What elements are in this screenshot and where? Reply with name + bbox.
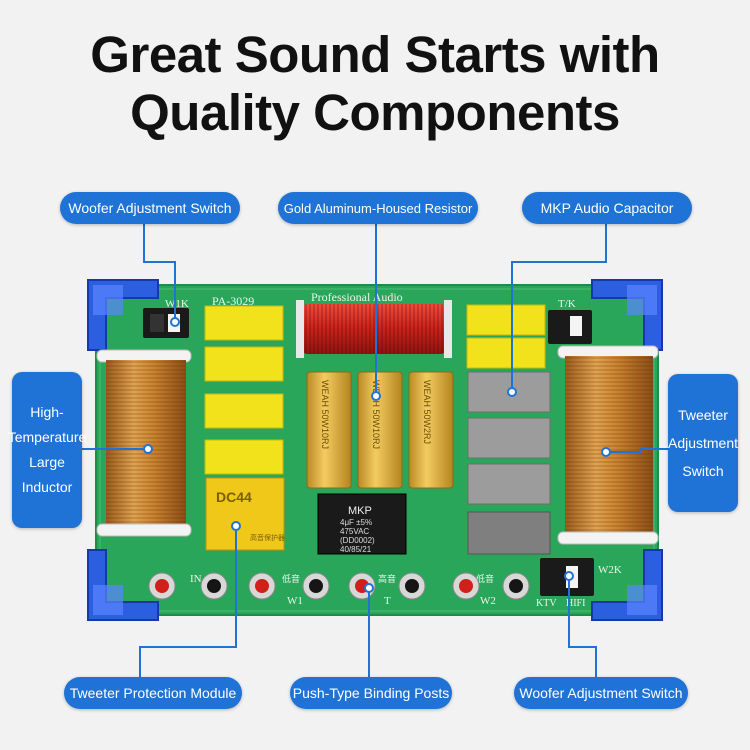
headline-line-1: Great Sound Starts with xyxy=(90,26,660,83)
leader-lines xyxy=(80,224,668,677)
corner-bracket-top-left xyxy=(87,279,159,351)
callout-resistor: Gold Aluminum-Housed Resistor xyxy=(278,192,478,224)
corner-bracket-top-right xyxy=(591,279,663,351)
headline: Great Sound Starts with Quality Componen… xyxy=(0,26,750,142)
callout-inductor: High- Temperature Large Inductor xyxy=(8,372,86,528)
silk-t: T xyxy=(384,595,391,607)
silk-low-1: 低音 xyxy=(282,573,300,585)
svg-text:WEAH 50W2RJ: WEAH 50W2RJ xyxy=(422,380,432,444)
svg-text:475VAC: 475VAC xyxy=(340,527,369,536)
silk-w1: W1 xyxy=(287,595,303,607)
callout-woofer-switch-bottom: Woofer Adjustment Switch xyxy=(514,677,688,709)
silk-w2k: W2K xyxy=(598,564,622,576)
grey-capacitors xyxy=(467,371,551,555)
callout-tweeter-switch: Tweeter Adjustment Switch xyxy=(668,374,738,512)
corner-bracket-bottom-left xyxy=(87,549,159,621)
silk-low-2: 低音 xyxy=(476,573,494,585)
callout-binding-posts: Push-Type Binding Posts xyxy=(290,677,452,709)
silk-model: PA-3029 xyxy=(212,294,254,308)
left-inductor xyxy=(96,349,192,537)
svg-text:高音保护器: 高音保护器 xyxy=(250,533,285,542)
corner-bracket-bottom-right xyxy=(591,549,663,621)
yellow-capacitors-right xyxy=(466,304,546,369)
callout-tweeter-protection: Tweeter Protection Module xyxy=(64,677,242,709)
silk-high: 高音 xyxy=(378,573,396,585)
right-inductor xyxy=(557,345,659,545)
silk-brand: Professional Audio xyxy=(311,290,403,304)
svg-text:MKP: MKP xyxy=(348,505,372,517)
leader-dots xyxy=(143,317,611,593)
mkp-capacitor-part: MKP 4μF ±5% 475VAC (DD0002) 40/85/21 xyxy=(317,493,407,555)
silk-hifi: HIFI xyxy=(566,598,585,609)
svg-text:DC44: DC44 xyxy=(216,489,252,505)
silk-tk: T/K xyxy=(558,298,576,310)
silk-ktv: KTV xyxy=(536,598,557,609)
binding-posts xyxy=(148,572,530,600)
callout-capacitor: MKP Audio Capacitor xyxy=(522,192,692,224)
silk-w2: W2 xyxy=(480,595,496,607)
silk-in: IN xyxy=(190,573,202,585)
svg-text:4μF ±5%: 4μF ±5% xyxy=(340,518,372,527)
tweeter-switch xyxy=(548,310,592,344)
red-air-coil xyxy=(296,300,452,358)
headline-line-2: Quality Components xyxy=(130,84,620,141)
gold-resistors: WEAH 50W10RJ WEAH 50W10RJ WEAH 50W2RJ xyxy=(306,371,454,489)
callout-woofer-switch-top: Woofer Adjustment Switch xyxy=(60,192,240,224)
yellow-capacitors-left xyxy=(204,305,284,475)
svg-text:(DD0002): (DD0002) xyxy=(340,536,375,545)
svg-text:WEAH 50W10RJ: WEAH 50W10RJ xyxy=(371,380,381,449)
silk-w1k: W1K xyxy=(165,298,189,310)
svg-text:WEAH 50W10RJ: WEAH 50W10RJ xyxy=(320,380,330,449)
svg-text:40/85/21: 40/85/21 xyxy=(340,545,372,554)
woofer-switch-top xyxy=(143,308,189,338)
tweeter-protection-module-part: DC44 高音保护器 xyxy=(205,477,285,551)
